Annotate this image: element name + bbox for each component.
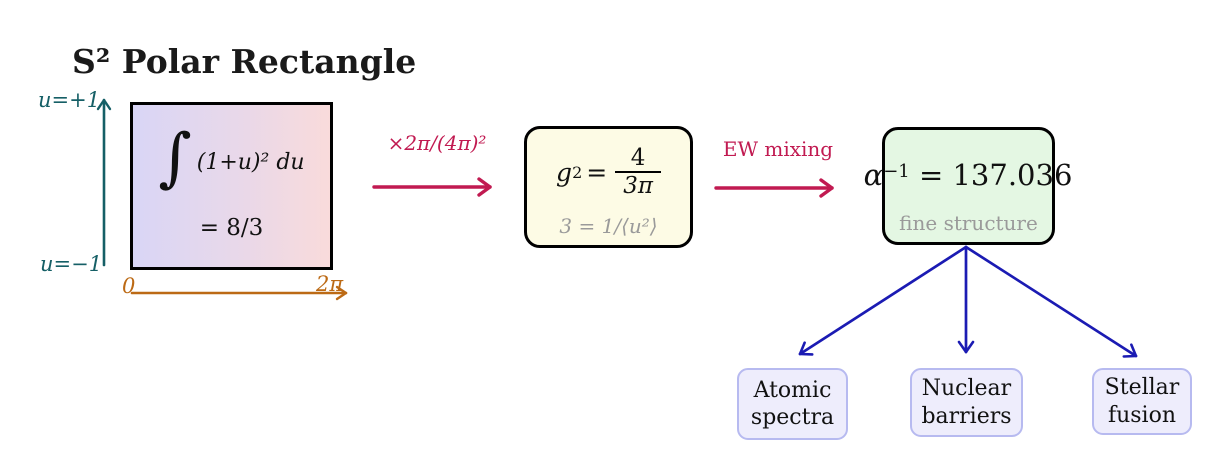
integrand-text: (1+u)² du (196, 149, 305, 175)
fraction-denominator: 3π (615, 171, 661, 199)
alpha-exponent: −1 (883, 161, 910, 182)
alpha-value: = 137.036 (918, 158, 1073, 192)
outcome-arrow-atomic (798, 245, 968, 356)
integral-result: = 8/3 (199, 215, 264, 241)
flow-arrow-2-label: EW mixing (722, 137, 834, 161)
coupling-variable: g (556, 157, 573, 187)
outcome-arrow-stellar (964, 245, 1138, 358)
integral-sign: ∫ (158, 121, 192, 195)
u-axis-top-label: u=+1 (38, 88, 101, 112)
outcome-atomic-spectra: Atomic spectra (737, 368, 848, 440)
outcome-nuclear-barriers: Nuclear barriers (910, 368, 1023, 437)
flow-arrow-1-label: ×2π/(4π)² (387, 131, 487, 155)
alpha-variable: α (863, 158, 884, 192)
outcome-stellar-fusion: Stellar fusion (1092, 368, 1192, 435)
fine-structure-subtext: fine structure (899, 211, 1038, 235)
diagram-title: S² Polar Rectangle (72, 42, 417, 81)
coupling-equals: = (586, 157, 608, 187)
fraction-numerator: 4 (630, 145, 646, 171)
phi-axis-2pi-label: 2π (316, 272, 344, 296)
coupling-fraction: 4 3π (615, 145, 661, 200)
coupling-subtext: 3 = 1/⟨u²⟩ (559, 214, 658, 238)
integral-expression: ∫ (1+u)² du (133, 119, 330, 205)
u-axis-bottom-label: u=−1 (40, 252, 103, 276)
polar-rectangle-box: ∫ (1+u)² du = 8/3 (130, 102, 333, 270)
phi-axis-zero-label: 0 (122, 274, 136, 298)
alpha-equation: α−1 = 137.036 (861, 158, 1075, 192)
coupling-exponent: 2 (572, 162, 583, 182)
fine-structure-box: fine structure (882, 127, 1055, 245)
